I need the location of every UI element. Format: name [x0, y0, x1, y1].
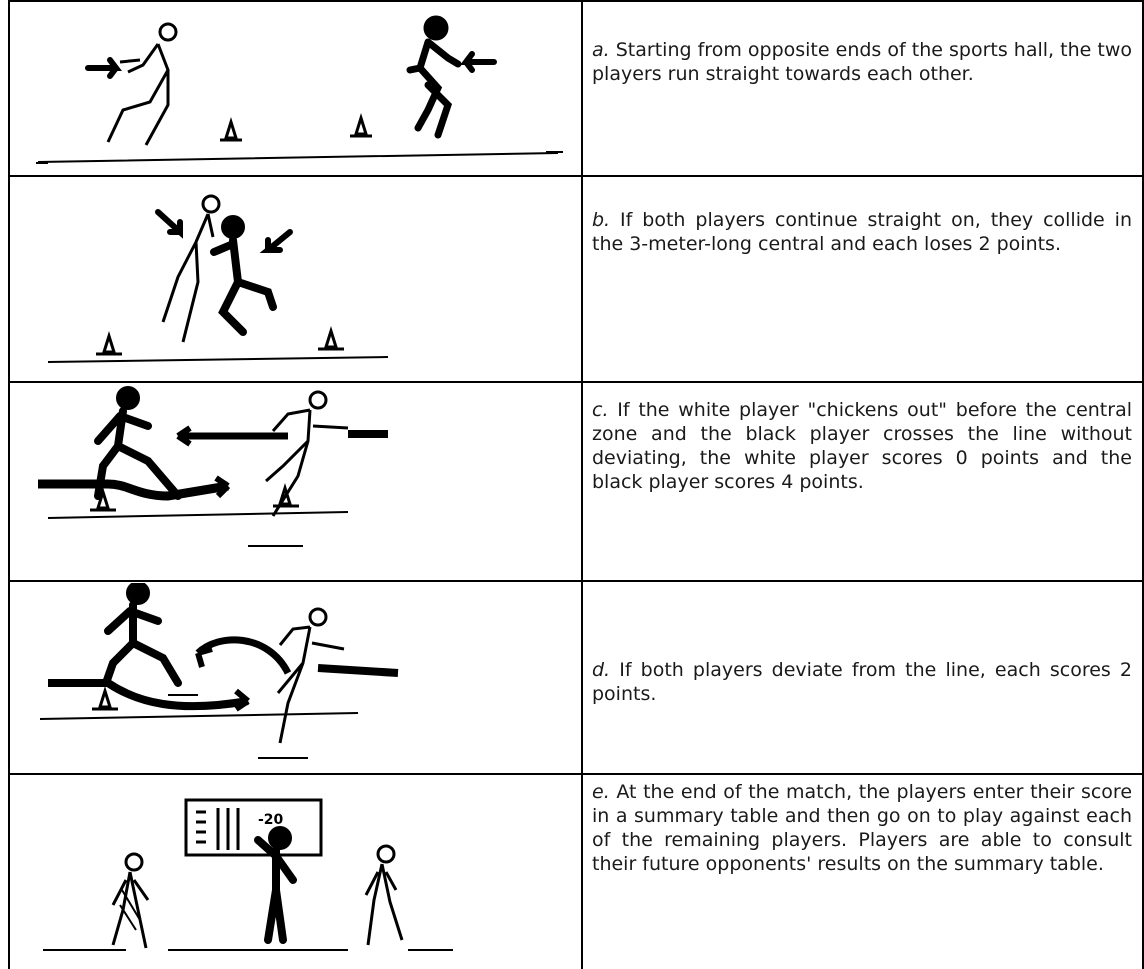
row-a-text: a. Starting from opposite ends of the sp… [592, 38, 1132, 86]
cone-icon [92, 685, 118, 711]
illustration-d [18, 583, 578, 769]
row-description: At the end of the match, the players ent… [592, 781, 1133, 875]
row-label: d. [592, 659, 611, 681]
black-runner-icon [102, 583, 182, 687]
row-description: If both players deviate from the line, e… [592, 659, 1133, 705]
row-d-text: d. If both players deviate from the line… [592, 658, 1132, 706]
row-description: Starting from opposite ends of the sport… [592, 39, 1132, 85]
row-description: If both players continue straight on, th… [592, 209, 1132, 255]
row-e-text: e. At the end of the match, the players … [592, 780, 1132, 876]
direction-arrow-icon [85, 57, 122, 79]
row-divider [8, 773, 1144, 775]
illustration-b [18, 182, 578, 372]
row-label: a. [592, 39, 610, 61]
coach-icon [254, 826, 297, 944]
row-c-text: c. If the white player "chickens out" be… [592, 398, 1132, 494]
illustration-e: -20 [18, 780, 578, 965]
illustration-c [18, 386, 578, 576]
row-label: c. [592, 399, 609, 421]
cone-icon [350, 112, 372, 138]
direction-arrow-icon [460, 51, 497, 73]
direction-arrow-icon [259, 229, 293, 253]
table-border-top [8, 0, 1144, 2]
table-border-right [1142, 0, 1144, 969]
white-runner-icon [276, 607, 345, 744]
row-b-text: b. If both players continue straight on,… [592, 208, 1132, 256]
cone-icon [96, 330, 122, 356]
board-score: -20 [258, 812, 284, 828]
white-runner-icon [111, 852, 150, 949]
row-divider [8, 381, 1144, 383]
direction-arrow-icon [155, 209, 183, 239]
table-border-left [8, 0, 10, 969]
row-divider [8, 175, 1144, 177]
black-runner-icon [94, 386, 182, 500]
illustration-a [18, 10, 578, 170]
column-divider [581, 0, 583, 969]
black-runner-icon [210, 215, 277, 336]
rules-table: a. Starting from opposite ends of the sp… [8, 0, 1144, 969]
black-runner-icon [406, 15, 462, 139]
cone-icon [273, 482, 299, 508]
white-runner-icon [265, 390, 349, 517]
row-label: b. [592, 209, 611, 231]
white-runner-icon [106, 22, 178, 146]
cone-icon [318, 325, 344, 351]
row-label: e. [592, 781, 610, 803]
row-description: If the white player "chickens out" befor… [592, 399, 1132, 493]
white-runner-icon [364, 844, 404, 946]
cone-icon [90, 486, 116, 512]
white-runner-icon [161, 194, 221, 343]
row-divider [8, 580, 1144, 582]
cone-icon [220, 116, 242, 142]
score-board-icon: -20 [184, 798, 323, 857]
